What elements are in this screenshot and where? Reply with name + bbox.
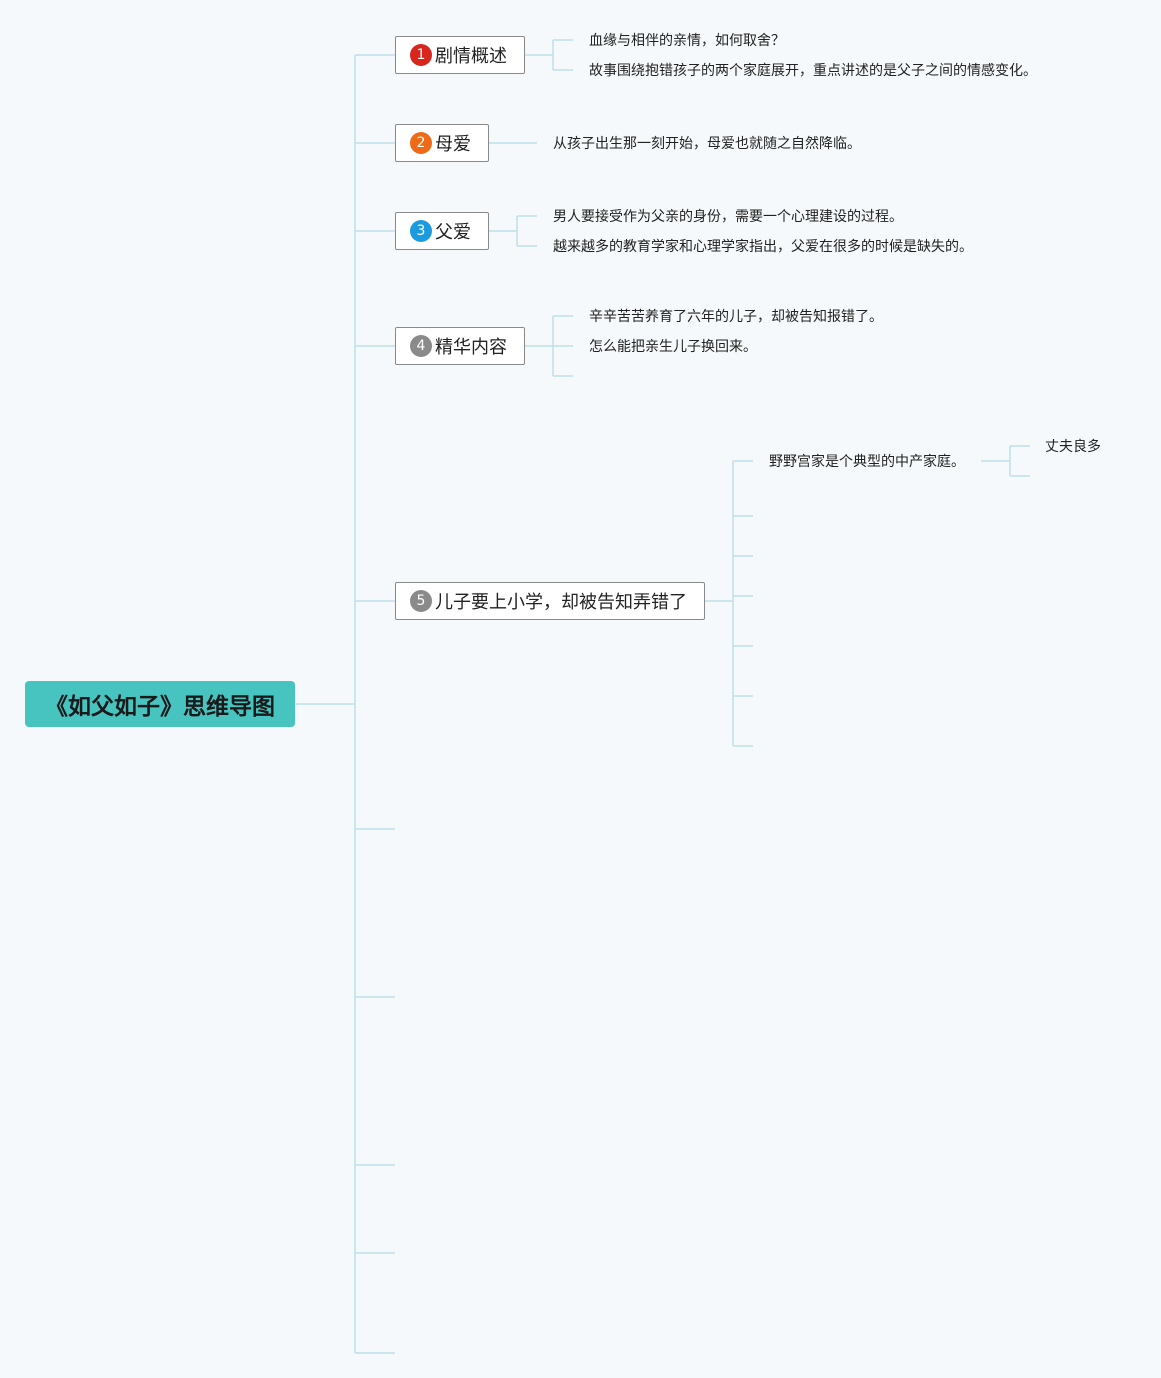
leaf-text[interactable]: 从孩子出生那一刻开始，母爱也就随之自然降临。 [553,136,861,152]
topic-label: 精华内容 [435,337,507,358]
leaf-text[interactable]: 男人要接受作为父亲的身份，需要一个心理建设的过程。 [553,209,903,225]
number-badge-3: 3 [410,220,432,242]
topic-father-love[interactable]: 3 父爱 [395,212,489,250]
topic-plot-summary[interactable]: 1 剧情概述 [395,36,525,74]
number-badge-4: 4 [410,335,432,357]
leaf-text[interactable]: 故事围绕抱错孩子的两个家庭展开，重点讲述的是父子之间的情感变化。 [589,63,1037,79]
leaf-text[interactable]: 辛辛苦苦养育了六年的儿子，却被告知报错了。 [589,309,883,325]
topic-highlights[interactable]: 4 精华内容 [395,327,525,365]
topic-label: 剧情概述 [435,46,507,67]
topic-label: 母爱 [435,134,471,155]
root-topic-label: 《如父如子》思维导图 [45,694,275,720]
topic-label: 儿子要上小学，却被告知弄错了 [435,592,687,613]
leaf-text[interactable]: 怎么能把亲生儿子换回来。 [589,339,757,355]
leaf-text[interactable]: 丈夫良多 [1045,439,1101,455]
number-badge-2: 2 [410,132,432,154]
leaf-text[interactable]: 越来越多的教育学家和心理学家指出，父爱在很多的时候是缺失的。 [553,239,973,255]
number-badge-5: 5 [410,590,432,612]
topic-school-mixup[interactable]: 5 儿子要上小学，却被告知弄错了 [395,582,705,620]
leaf-text[interactable]: 血缘与相伴的亲情，如何取舍？ [589,33,785,49]
leaf-text[interactable]: 野野宫家是个典型的中产家庭。 [769,454,965,470]
root-topic[interactable]: 《如父如子》思维导图 [25,681,295,727]
topic-label: 父爱 [435,222,471,243]
topic-mother-love[interactable]: 2 母爱 [395,124,489,162]
number-badge-1: 1 [410,44,432,66]
